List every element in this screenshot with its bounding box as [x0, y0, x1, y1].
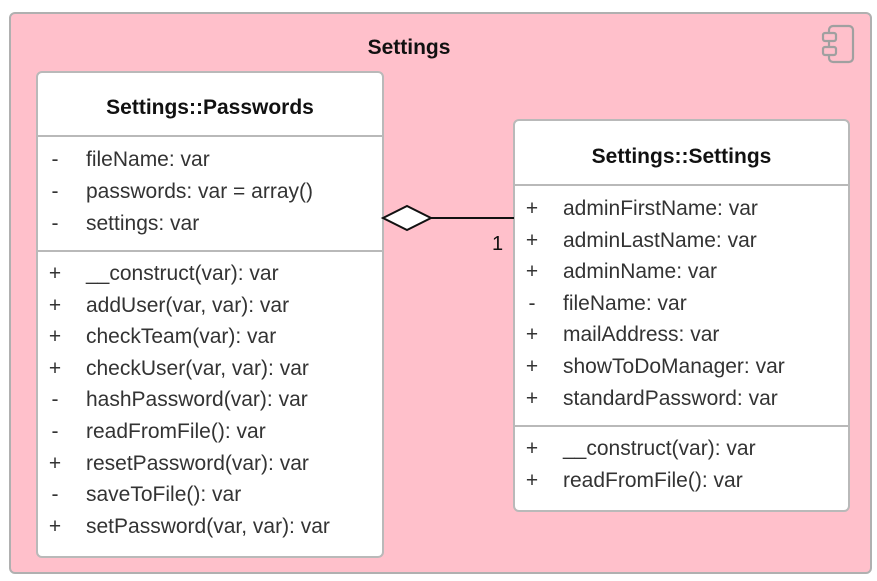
package-title: Settings — [367, 36, 451, 59]
method-text: checkTeam(var): var — [86, 325, 277, 349]
attribute-text: fileName: var — [86, 148, 210, 171]
divider-title — [38, 135, 382, 137]
method-text: __construct(var): var — [86, 262, 279, 285]
method-text: checkUser(var, var): var — [86, 356, 309, 380]
visibility-marker: + — [48, 325, 62, 349]
attribute-text: fileName: var — [563, 291, 687, 315]
attribute-text: adminFirstName: var — [563, 197, 758, 220]
aggregation-diamond — [380, 204, 434, 232]
visibility-marker: + — [48, 356, 62, 380]
method-text: addUser(var, var): var — [86, 293, 290, 317]
visibility-marker: - — [51, 180, 59, 203]
multiplicity-label: 1 — [492, 233, 504, 255]
visibility-marker: + — [48, 293, 62, 317]
class-settings[interactable]: Settings::Settings +adminFirstName: var+… — [513, 119, 850, 512]
visibility-marker: + — [525, 228, 539, 252]
visibility-marker: + — [48, 451, 62, 475]
method-text: __construct(var): var — [563, 437, 756, 460]
attribute-text: adminLastName: var — [563, 228, 757, 252]
attribute-text: adminName: var — [563, 260, 718, 284]
visibility-marker: - — [51, 388, 59, 412]
visibility-marker: - — [51, 483, 59, 507]
class-title-passwords: Settings::Passwords — [106, 96, 314, 119]
class-passwords[interactable]: Settings::Passwords -fileName: var-passw… — [36, 71, 384, 558]
method-text: saveToFile(): var — [86, 483, 242, 507]
visibility-marker: - — [51, 148, 59, 171]
class-title-settings: Settings::Settings — [591, 145, 772, 168]
divider-attributes — [515, 425, 848, 427]
visibility-marker: - — [51, 212, 59, 235]
visibility-marker: + — [525, 386, 539, 410]
method-text: setPassword(var, var): var — [86, 514, 330, 538]
method-text: hashPassword(var): var — [86, 388, 308, 412]
attribute-text: settings: var — [86, 212, 200, 235]
visibility-marker: - — [528, 291, 536, 315]
attribute-text: mailAddress: var — [563, 323, 720, 347]
visibility-marker: + — [525, 355, 539, 378]
attribute-text: showToDoManager: var — [563, 355, 785, 378]
visibility-marker: + — [525, 260, 539, 284]
method-text: resetPassword(var): var — [86, 451, 309, 475]
visibility-marker: + — [48, 262, 62, 285]
visibility-marker: + — [525, 323, 539, 347]
divider-attributes — [38, 250, 382, 252]
visibility-marker: + — [525, 197, 539, 220]
visibility-marker: + — [525, 437, 539, 460]
visibility-marker: - — [51, 420, 59, 443]
divider-title — [515, 184, 848, 186]
visibility-marker: + — [525, 469, 539, 492]
component-icon — [821, 24, 855, 64]
visibility-marker: + — [48, 514, 62, 538]
attribute-text: passwords: var = array() — [86, 180, 313, 203]
method-text: readFromFile(): var — [563, 469, 743, 492]
method-text: readFromFile(): var — [86, 420, 266, 443]
attribute-text: standardPassword: var — [563, 386, 778, 410]
